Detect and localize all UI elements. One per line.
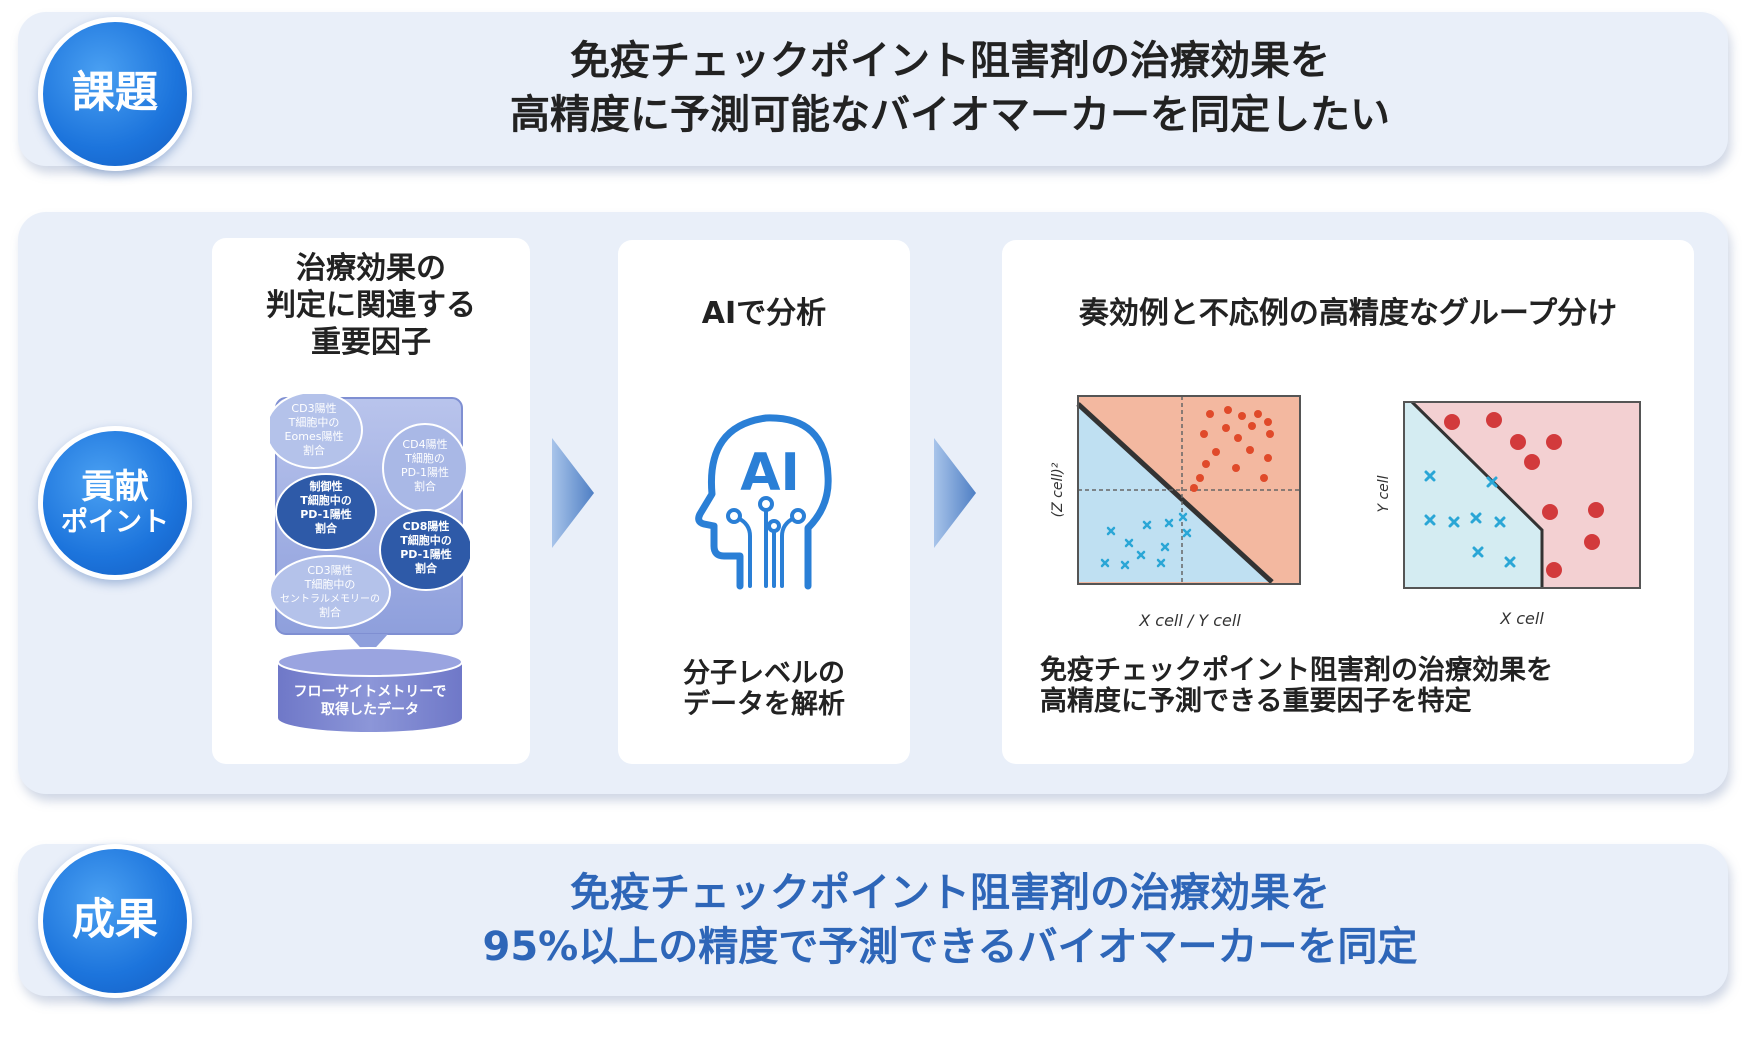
result-row (18, 844, 1728, 996)
bubble5-line-4: 割合 (319, 605, 341, 619)
ai-desc-line-1: 分子レベルの (683, 658, 845, 689)
bubble-cd3-eomes (270, 394, 363, 469)
flow-arrow-2 (934, 438, 976, 548)
right-plot-ylabel: Y cell (1376, 475, 1392, 512)
issue-text: 免疫チェックポイント阻害剤の治療効果を 高精度に予測可能なバイオマーカーを同定し… (200, 34, 1700, 142)
bubble3-line-1: 制御性 (310, 479, 343, 493)
bubble2-line-1: CD4陽性 (402, 437, 447, 451)
left-plot-xlabel: X cell / Y cell (1138, 611, 1241, 630)
grouping-panel-title: 奏効例と不応例の高精度なグループ分け (1078, 296, 1618, 331)
bubble4-line-3: PD-1陽性 (400, 547, 452, 561)
bubble4-line-1: CD8陽性 (403, 519, 450, 533)
bubble3-line-2: T細胞中の (300, 493, 352, 507)
contribution-badge-line-2: ポイント (61, 507, 169, 539)
factors-title-line-3: 重要因子 (311, 325, 431, 360)
factors-title-line-1: 治療効果の (296, 251, 446, 286)
bubble-cd3-central-memory (270, 555, 391, 629)
factors-panel-title: 治療効果の 判定に関連する 重要因子 (212, 250, 530, 361)
issue-badge-label: 課題 (72, 68, 158, 119)
bubble2-line-4: 割合 (414, 479, 436, 493)
bubble4-line-2: T細胞中の (400, 533, 452, 547)
factors-title-line-2: 判定に関連する (266, 288, 476, 323)
database-line-1: フローサイトメトリーで (294, 684, 447, 700)
flow-arrow-1 (552, 438, 594, 548)
database-top (277, 647, 463, 677)
bubble-cd8-pd1 (379, 509, 470, 591)
bubble3-line-3: PD-1陽性 (300, 507, 352, 521)
contribution-badge-line-1: 貢献 (81, 466, 149, 507)
left-scatter-plot: X cell / Y cell (Z cell)² (1050, 395, 1301, 630)
database-cylinder (278, 662, 462, 732)
factors-illustration: CD3陽性 T細胞中の Eomes陽性 割合 CD4陽性 T細胞の PD-1陽性… (270, 394, 470, 732)
result-line-1: 免疫チェックポイント阻害剤の治療効果を (570, 870, 1330, 916)
right-scatter-plot: X cell Y cell (1376, 400, 1641, 628)
ai-icon-text: AI (740, 443, 800, 503)
result-badge: 成果 (38, 844, 192, 998)
bubble3-line-4: 割合 (315, 521, 338, 535)
bubble2-line-3: PD-1陽性 (401, 465, 449, 479)
bubble-treg-pd1 (275, 473, 377, 551)
result-badge-label: 成果 (72, 895, 158, 946)
bubble5-line-3: セントラルメモリーの (280, 593, 380, 605)
bubble1-line-1: CD3陽性 (291, 401, 336, 415)
bubble1-line-4: 割合 (303, 443, 325, 457)
right-plot-xlabel: X cell (1499, 609, 1544, 628)
bubble2-line-2: T細胞の (404, 452, 445, 465)
issue-line-2: 高精度に予測可能なバイオマーカーを同定したい (510, 92, 1390, 138)
ai-desc-line-2: データを解析 (683, 689, 845, 720)
ai-panel-title: AIで分析 (701, 296, 827, 331)
result-text: 免疫チェックポイント阻害剤の治療効果を 95%以上の精度で予測できるバイオマーカ… (200, 866, 1700, 974)
bubble1-line-3: Eomes陽性 (285, 429, 344, 443)
grouping-desc-line-1: 免疫チェックポイント阻害剤の治療効果を (1040, 655, 1553, 686)
grouping-panel-description: 免疫チェックポイント阻害剤の治療効果を 高精度に予測できる重要因子を特定 (1040, 655, 1680, 717)
ai-head-icon: AI (695, 414, 832, 590)
bubble5-line-2: T細胞中の (304, 578, 356, 591)
bubble5-line-1: CD3陽性 (307, 563, 352, 577)
left-plot-ylabel: (Z cell)² (1050, 462, 1066, 517)
database-line-2: 取得したデータ (321, 701, 419, 718)
bubble1-line-2: T細胞中の (288, 416, 340, 429)
contribution-badge: 貢献 ポイント (38, 426, 192, 580)
bubble4-line-4: 割合 (415, 561, 438, 575)
ai-panel-description: 分子レベルの データを解析 (618, 658, 910, 720)
grouping-desc-line-2: 高精度に予測できる重要因子を特定 (1040, 686, 1472, 717)
issue-badge: 課題 (38, 17, 192, 171)
factors-pointer (348, 634, 388, 656)
result-line-2: 95%以上の精度で予測できるバイオマーカーを同定 (482, 924, 1418, 970)
issue-line-1: 免疫チェックポイント阻害剤の治療効果を (570, 38, 1330, 84)
issue-row (18, 12, 1728, 166)
